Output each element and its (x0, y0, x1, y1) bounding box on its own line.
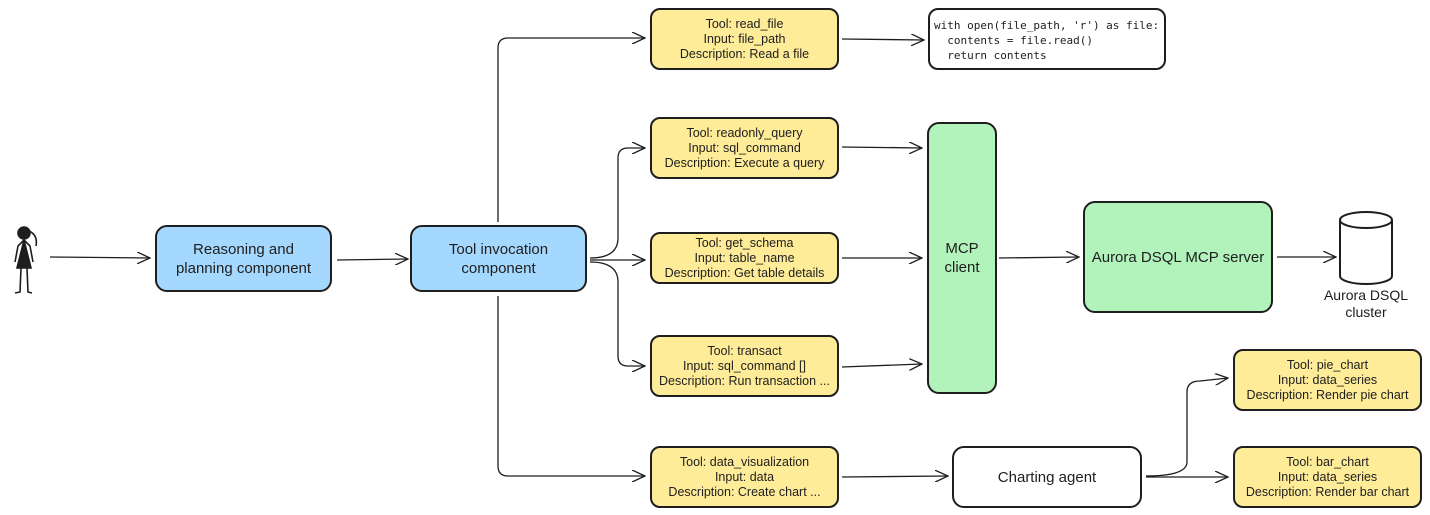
tool-name: Tool: data_visualization (679, 454, 810, 469)
tool-description: Description: Create chart ... (668, 484, 821, 499)
mcp-server-label: Aurora DSQL MCP server (1091, 248, 1265, 266)
database-icon (1339, 211, 1393, 285)
tool-transact: Tool: transact Input: sql_command [] Des… (650, 335, 839, 397)
tool-input: Input: data_series (1277, 372, 1378, 387)
arrow-readonly-query-to-mcp-client (841, 147, 922, 148)
code-line: with open(file_path, 'r') as file: (934, 19, 1160, 32)
tool-invocation-component: Tool invocation component (410, 225, 587, 292)
arrow-transact-to-mcp-client (841, 364, 922, 367)
read-file-code-snippet: with open(file_path, 'r') as file: conte… (928, 8, 1166, 70)
user-icon (14, 226, 38, 294)
tool-input: Input: file_path (703, 31, 786, 46)
tool-name: Tool: pie_chart (1286, 357, 1369, 372)
arrow-data-visualization-to-charting-agent (841, 476, 948, 477)
tool-pie-chart: Tool: pie_chart Input: data_series Descr… (1233, 349, 1422, 411)
tool-name: Tool: bar_chart (1286, 454, 1369, 469)
tool-input: Input: table_name (694, 250, 795, 265)
tool-get-schema: Tool: get_schema Input: table_name Descr… (650, 232, 839, 284)
tool-name: Tool: read_file (705, 16, 784, 31)
aurora-dsql-mcp-server: Aurora DSQL MCP server (1083, 201, 1273, 313)
mcp-client: MCP client (927, 122, 997, 394)
aurora-dsql-cluster-label: Aurora DSQL cluster (1323, 287, 1409, 320)
tool-input: Input: sql_command (688, 140, 801, 155)
tool-name: Tool: transact (707, 343, 782, 358)
tool-description: Description: Get table details (664, 265, 825, 280)
reasoning-planning-component: Reasoning and planning component (155, 225, 332, 292)
tool-description: Description: Run transaction ... (659, 373, 830, 388)
tool-name: Tool: readonly_query (686, 125, 803, 140)
tool-description: Description: Execute a query (664, 155, 825, 170)
arrow-charting-agent-to-pie-chart (1145, 378, 1228, 477)
arrow-invocation-to-transact (589, 261, 645, 366)
arrow-invocation-to-read-file (497, 38, 645, 222)
invocation-label: Tool invocation component (448, 240, 549, 277)
tool-description: Description: Render pie chart (1246, 387, 1409, 402)
tool-input: Input: sql_command [] (683, 358, 806, 373)
mcp-client-label: MCP client (944, 240, 980, 276)
charting-agent: Charting agent (952, 446, 1142, 508)
tool-description: Description: Render bar chart (1245, 484, 1410, 499)
code-line: contents = file.read() (934, 34, 1093, 47)
tool-read-file: Tool: read_file Input: file_path Descrip… (650, 8, 839, 70)
tool-bar-chart: Tool: bar_chart Input: data_series Descr… (1233, 446, 1422, 508)
arrow-mcp-client-to-server (998, 257, 1079, 258)
tool-name: Tool: get_schema (695, 235, 794, 250)
arrow-reasoning-to-invocation (336, 259, 408, 260)
arrow-read-file-to-code (841, 39, 924, 40)
tool-description: Description: Read a file (679, 46, 810, 61)
arrow-invocation-to-data-visualization (497, 296, 645, 476)
tool-input: Input: data_series (1277, 469, 1378, 484)
reasoning-label: Reasoning and planning component (175, 240, 312, 277)
tool-readonly-query: Tool: readonly_query Input: sql_command … (650, 117, 839, 179)
tool-data-visualization: Tool: data_visualization Input: data Des… (650, 446, 839, 508)
arrow-user-to-reasoning (49, 257, 150, 258)
tool-input: Input: data (714, 469, 775, 484)
code-line: return contents (934, 49, 1047, 62)
charting-agent-label: Charting agent (997, 468, 1097, 486)
arrow-invocation-to-readonly-query (589, 148, 645, 259)
